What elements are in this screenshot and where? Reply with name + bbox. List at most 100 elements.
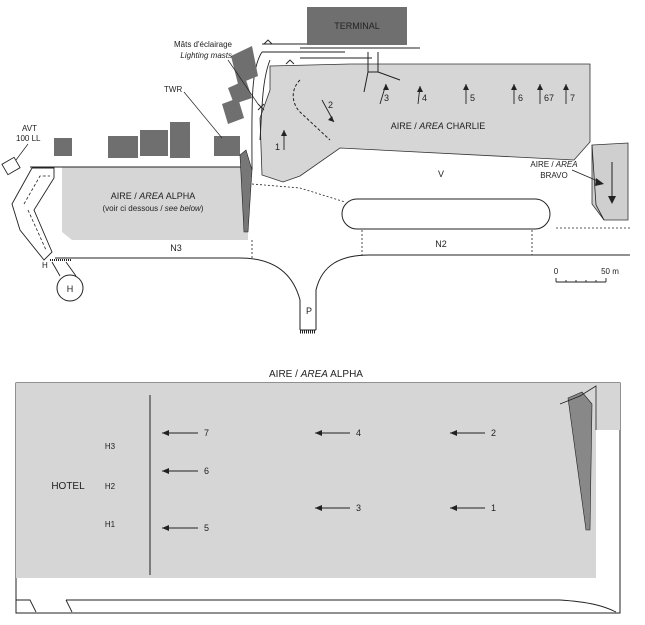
area-bravo-prefix: AIRE / (530, 160, 555, 169)
area-bravo-area: AREA (555, 160, 578, 169)
detail-stand-label: 6 (204, 466, 209, 476)
mast-symbol (285, 59, 295, 65)
helipad-small-label: H (42, 261, 48, 270)
parking-p-label: P (306, 306, 312, 316)
helipad-label: H (67, 284, 74, 294)
avt-label-2: 100 LL (16, 134, 41, 143)
area-alpha-prefix: AIRE / (111, 191, 140, 201)
charlie-stand-label: 3 (384, 93, 389, 103)
bravo-stand-arrow-head (608, 196, 616, 204)
charlie-stand-arrow-head (417, 86, 423, 92)
area-alpha-name: ALPHA (164, 191, 196, 201)
detail-stand-arrow-head (315, 430, 322, 436)
building (108, 136, 138, 158)
area-bravo-label-2: BRAVO (540, 171, 567, 180)
terminal-access-curve (251, 51, 271, 171)
avt-fuel-station (1, 156, 21, 176)
detail-stand-label: 3 (356, 503, 361, 513)
boundary-dashed-1 (251, 183, 346, 203)
detail-stand-arrow-head (315, 505, 322, 511)
detail-bottom-edge (16, 599, 617, 613)
charlie-stand-label: 2 (328, 100, 333, 110)
mast-symbol (257, 103, 265, 111)
taxiway-p-right-edge (315, 254, 630, 330)
charlie-stand-label: 5 (470, 93, 475, 103)
alpha-left-dashed (23, 175, 50, 251)
area-alpha-sublabel: (voir ci dessous / see below) (103, 204, 204, 213)
detail-stand-arrow-head (450, 505, 457, 511)
taxiway-n2-label: N2 (435, 239, 447, 249)
scale-bar-line (555, 278, 607, 283)
area-bravo-apron (591, 142, 629, 221)
detail-title-area: AREA (300, 369, 329, 380)
lighting-masts (257, 39, 295, 111)
helipad-h2-label: H2 (105, 482, 116, 491)
building (214, 136, 240, 156)
boundary-dashed-3 (361, 230, 533, 255)
alpha-left-lane (11, 167, 55, 261)
terminal-label: TERMINAL (334, 21, 380, 31)
detail-apron-right (596, 383, 620, 430)
area-alpha-apron (62, 167, 248, 240)
bravo-leader-arrow-head (595, 178, 604, 186)
terminal-edge-line (300, 47, 420, 59)
masts-leader (227, 59, 259, 105)
detail-stand-label: 2 (491, 428, 496, 438)
terminal-building (307, 7, 407, 45)
taxiway-n3-label: N3 (170, 243, 182, 253)
jet-bridge (363, 52, 401, 93)
detail-stand-label: 4 (356, 428, 361, 438)
masts-label-en: Lighting masts (180, 51, 232, 60)
detail-title-name: ALPHA (328, 369, 363, 380)
taxiway-main-edge-bottom (55, 257, 301, 330)
helipad-h3-label: H3 (105, 442, 116, 451)
charlie-stand-arrow-head (511, 84, 517, 90)
charlie-stand-label: 1 (275, 142, 280, 152)
scale-bar: 0 50 m (554, 267, 619, 283)
alpha-right-edge (239, 149, 253, 233)
scale-end-label: 50 m (601, 267, 619, 276)
alpha-sub-pre: (voir ci dessous / (103, 204, 165, 213)
charlie-stand-label: 67 (544, 93, 554, 103)
area-charlie-prefix: AIRE / (391, 121, 420, 131)
charlie-stand-arrow-head (463, 84, 469, 90)
detail-stand-label: 1 (491, 503, 496, 513)
building (54, 138, 72, 156)
charlie-stand-label: 4 (422, 93, 427, 103)
alpha-sub-post: ) (201, 204, 204, 213)
charlie-stand-arrow-head (281, 130, 287, 136)
building (140, 130, 168, 156)
buildings (54, 46, 258, 158)
building (222, 98, 244, 124)
avt-label-1: AVT (22, 124, 37, 133)
detail-stand-arrow-head (162, 525, 169, 531)
detail-stand-arrow-head (450, 430, 457, 436)
charlie-stand-arrow-head (328, 116, 334, 122)
mast-symbol (263, 39, 273, 45)
detail-stand-arrow-head (162, 430, 169, 436)
taxiway-v-label: V (438, 169, 444, 179)
top-map: TERMINAL Mâts d'éclairage Lighting masts… (1, 7, 630, 334)
helipad-connector (51, 261, 77, 277)
detail-apron (16, 383, 596, 578)
area-alpha-label: AIRE / AREA ALPHA (111, 191, 196, 201)
detail-title: AIRE / AREA ALPHA (269, 369, 363, 380)
alpha-sub-it: see below (165, 204, 202, 213)
masts-label-fr: Mâts d'éclairage (174, 40, 233, 49)
charlie-stand-arrow-head (563, 84, 569, 90)
charlie-stand-arrow-head (537, 84, 543, 90)
building (170, 122, 190, 158)
area-alpha-area: AREA (138, 191, 164, 201)
avt-leader (15, 143, 29, 161)
twr-leader (183, 91, 223, 139)
hotel-label: HOTEL (51, 481, 85, 492)
bravo-edge (591, 144, 605, 221)
taxiway-v-island (341, 198, 551, 230)
area-bravo-label-1: AIRE / AREA (530, 160, 577, 169)
detail-stand-arrow-head (162, 468, 169, 474)
detail-title-prefix: AIRE / (269, 369, 301, 380)
charlie-dashed-route (292, 79, 331, 141)
